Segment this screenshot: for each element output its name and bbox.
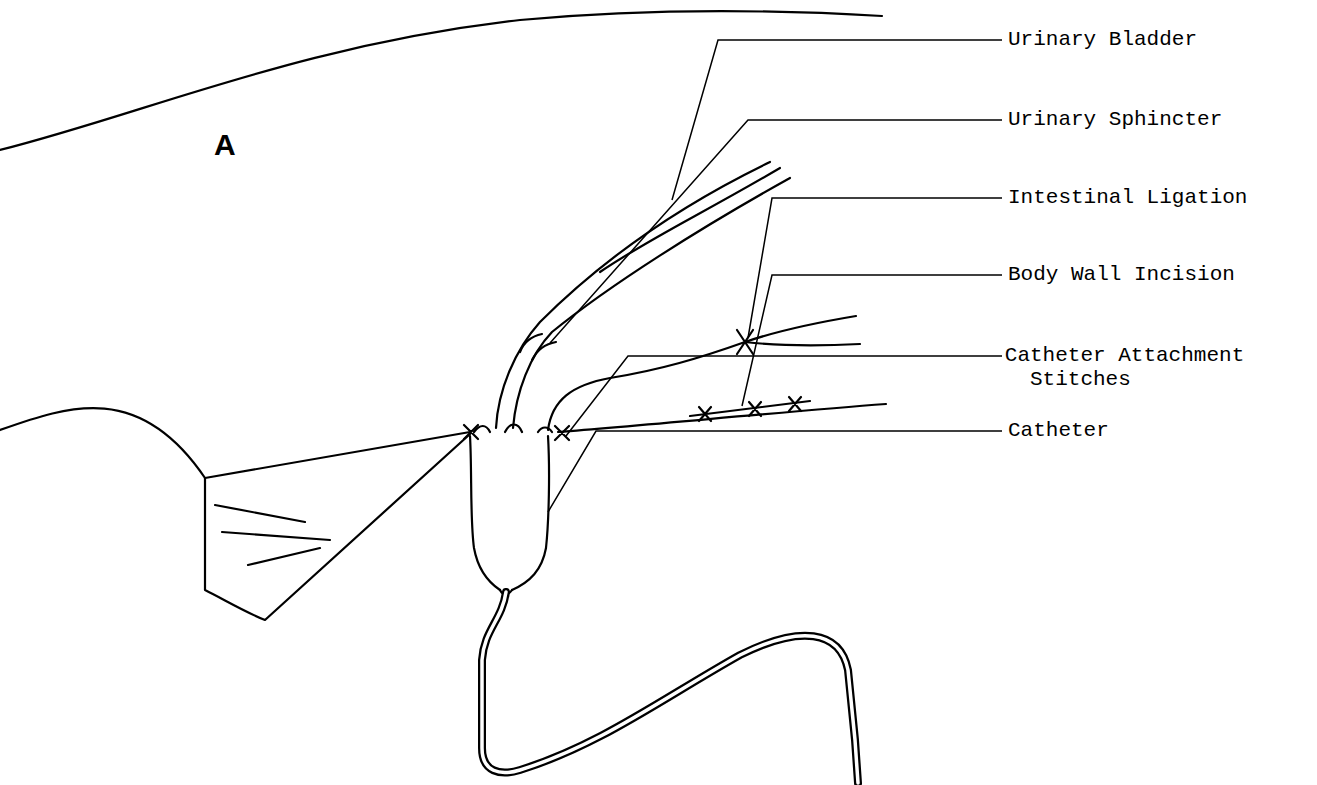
catheter-tube	[482, 592, 858, 783]
catheter	[470, 436, 500, 590]
intestine	[745, 342, 860, 345]
part-label: Urinary Bladder	[1006, 28, 1199, 52]
part-label: Catheter Attachment Stitches	[1003, 344, 1312, 392]
body-outline	[0, 408, 205, 478]
intestine	[548, 342, 745, 430]
stitch	[464, 425, 569, 440]
ligation	[737, 330, 753, 354]
leader-line	[742, 275, 1002, 406]
part-label: Urinary Sphincter	[1006, 108, 1224, 132]
part-label: Catheter	[1006, 419, 1111, 443]
catheter-tube	[482, 592, 858, 783]
urethra	[496, 162, 770, 428]
part-label: Intestinal Ligation	[1006, 186, 1249, 210]
fin	[205, 432, 470, 478]
leader-line	[566, 356, 1002, 436]
leader-line	[748, 198, 1002, 338]
catheter	[512, 436, 549, 590]
part-label: Body Wall Incision	[1006, 263, 1237, 287]
figure-letter: A	[212, 128, 238, 162]
leader-line	[550, 120, 1002, 343]
body-outline	[558, 404, 886, 432]
urethra	[513, 178, 790, 428]
leader-line	[548, 431, 1002, 512]
fin-ray	[215, 505, 330, 565]
body-outline	[0, 11, 882, 150]
sphincter	[520, 334, 556, 360]
fin	[205, 434, 470, 620]
incision-stitch	[699, 397, 801, 421]
